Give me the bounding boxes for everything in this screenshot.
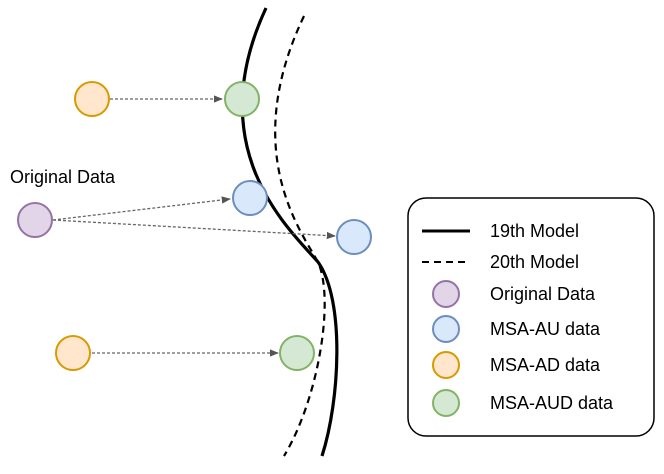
arrow-original-to-au-upper: [52, 196, 231, 221]
original-data-node: [17, 202, 53, 238]
legend-box: [407, 197, 655, 437]
legend-label-msa-aud: MSA-AUD data: [490, 393, 614, 413]
msa-ad-node-top: [74, 81, 110, 117]
boundary-19th-model: [240, 7, 339, 457]
msa-au-node-upper: [232, 180, 268, 216]
legend-label-19th-model: 19th Model: [490, 221, 579, 241]
legend-msa-au-icon: [432, 315, 460, 343]
legend-original-data-icon: [432, 280, 460, 308]
original-data-label: Original Data: [10, 167, 116, 187]
arrow-original-to-au-right: [52, 219, 336, 240]
msa-aud-node-bottom: [279, 335, 315, 371]
msa-ad-node-bottom: [55, 335, 91, 371]
legend: 19th Model 20th Model Original Data MSA-…: [407, 197, 655, 437]
legend-label-msa-ad: MSA-AD data: [490, 355, 601, 375]
legend-label-msa-au: MSA-AU data: [490, 319, 601, 339]
legend-msa-ad-icon: [432, 351, 460, 379]
legend-label-original-data: Original Data: [490, 284, 596, 304]
legend-msa-aud-icon: [432, 389, 460, 417]
legend-label-20th-model: 20th Model: [490, 252, 579, 272]
msa-au-node-right: [336, 219, 372, 255]
msa-aud-node-top: [224, 81, 260, 117]
boundary-20th-model: [274, 15, 326, 457]
